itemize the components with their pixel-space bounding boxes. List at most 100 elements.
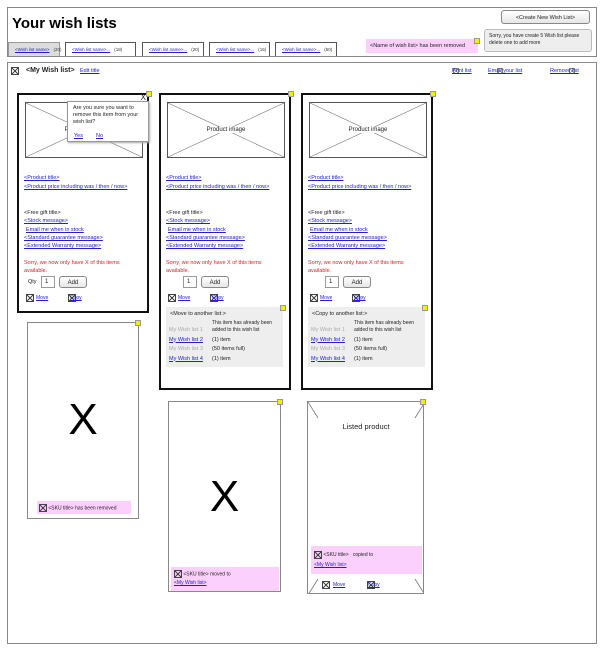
wish-list-option[interactable]: My Wish list 2 — [169, 336, 203, 343]
tab-wish-list[interactable]: <Wish list name>(20) — [8, 42, 62, 56]
move-link[interactable]: Move — [178, 295, 191, 301]
email-when-in-stock-link[interactable]: Email me when in stock — [310, 227, 368, 233]
product-image-placeholder: Product image — [309, 102, 427, 158]
annotation-badge — [280, 305, 286, 311]
email-list-link[interactable]: Email your list — [488, 68, 523, 74]
annotation-badge — [288, 91, 294, 97]
move-icon[interactable] — [322, 581, 330, 589]
already-added-message: This item has already been added to this… — [354, 320, 425, 333]
free-gift-title: <Free gift title> — [24, 210, 61, 216]
wish-list-option[interactable]: My Wish list 4 — [169, 355, 203, 362]
product-price-link[interactable]: <Product price including was / then / no… — [24, 184, 128, 190]
sku-title: <SKU title> — [183, 571, 209, 578]
move-link[interactable]: Move — [333, 582, 346, 588]
tab-label[interactable]: <Wish list name>... — [282, 47, 321, 52]
removed-text: has been removed — [75, 505, 117, 512]
stock-warning: Sorry, we now only have X of this items … — [166, 260, 262, 274]
copy-icon[interactable] — [210, 294, 218, 302]
remove-list-link[interactable]: Remove list — [550, 68, 579, 74]
move-icon[interactable] — [168, 294, 176, 302]
tab-label[interactable]: <Wish list name> — [15, 47, 50, 52]
copy-link[interactable]: Copy — [368, 582, 380, 588]
annotation-badge — [277, 399, 283, 405]
wish-list-frame — [7, 62, 597, 644]
remove-confirm-popup: Are you sure you want to remove this ite… — [67, 101, 149, 142]
list-checkbox-icon[interactable] — [11, 67, 19, 75]
product-image-label: Product image — [344, 127, 392, 134]
qty-input[interactable]: 1 — [325, 276, 339, 288]
guarantee-message-link[interactable]: <Standard guarantee message> — [308, 235, 387, 241]
edit-title-link[interactable]: Edit title — [80, 68, 100, 74]
tooltip-text: Sorry, you have create 5 Wish list pleas… — [489, 33, 580, 46]
listed-product-label: Listed product — [342, 422, 390, 431]
annotation-badge — [430, 91, 436, 97]
stock-message-link[interactable]: <Stock message> — [166, 218, 211, 224]
stock-warning: Sorry, we now only have X of this items … — [24, 260, 120, 274]
product-title-link[interactable]: <Product title> — [24, 175, 60, 181]
moved-x: X — [209, 472, 240, 521]
create-wish-list-button[interactable]: <Create New Wish List> — [501, 10, 590, 24]
tab-wish-list[interactable]: <Wish list name>...(50) — [275, 42, 337, 56]
free-gift-title: <Free gift title> — [308, 210, 345, 216]
wish-list-count: (1) item — [354, 336, 373, 343]
confirm-no-link[interactable]: No — [96, 133, 104, 139]
copy-link[interactable]: Copy — [354, 295, 366, 301]
panel-title: <Move to another list:> — [170, 311, 226, 317]
move-icon[interactable] — [26, 294, 34, 302]
tab-wish-list[interactable]: <Wish list name>...(18) — [65, 42, 136, 56]
wish-list-count: (50 items full) — [212, 346, 246, 352]
product-price-link[interactable]: <Product price including was / then / no… — [166, 184, 270, 190]
qty-input[interactable]: 1 — [41, 276, 55, 288]
removed-notice: <Name of wish list> has been removed — [366, 38, 480, 53]
tab-label[interactable]: <Wish list name>... — [216, 47, 255, 52]
moved-text: moved to — [210, 571, 231, 578]
moved-to-list-link[interactable]: <My Wish list> — [174, 580, 207, 587]
copy-link[interactable]: Copy — [70, 295, 82, 301]
tab-count: (20) — [53, 47, 62, 52]
move-link[interactable]: Move — [320, 295, 333, 301]
copy-icon[interactable] — [68, 294, 76, 302]
guarantee-message-link[interactable]: <Standard guarantee message> — [24, 235, 103, 241]
email-when-in-stock-link[interactable]: Email me when in stock — [26, 227, 84, 233]
confirm-yes-link[interactable]: Yes — [74, 133, 83, 139]
annotation-badge — [146, 91, 152, 97]
move-link[interactable]: Move — [36, 295, 49, 301]
tab-wish-list[interactable]: <Wish list name>...(20) — [142, 42, 204, 56]
copied-to-list-link[interactable]: <My Wish list> — [314, 562, 347, 568]
tab-wish-list[interactable]: <Wish list name>...(16) — [209, 42, 270, 56]
warranty-message-link[interactable]: <Extended Warranty message> — [166, 243, 244, 249]
tab-label[interactable]: <Wish list name>... — [149, 47, 188, 52]
email-when-in-stock-link[interactable]: Email me when in stock — [168, 227, 226, 233]
warranty-message-link[interactable]: <Extended Warranty message> — [308, 243, 386, 249]
wish-list-count: (1) item — [354, 355, 373, 362]
close-icon[interactable]: X — [140, 93, 146, 102]
product-title-link[interactable]: <Product title> — [308, 175, 344, 181]
copy-link[interactable]: Copy — [212, 295, 224, 301]
add-button[interactable]: Add — [59, 276, 87, 288]
wish-list-option[interactable]: My Wish list 2 — [311, 336, 345, 343]
tab-label[interactable]: <Wish list name>... — [72, 47, 111, 52]
wish-list-option: My Wish list 3 — [311, 346, 345, 352]
confirm-text: Are you sure you want to remove this ite… — [73, 105, 139, 125]
warranty-message-link[interactable]: <Extended Warranty message> — [24, 243, 102, 249]
product-price-link[interactable]: <Product price including was / then / no… — [308, 184, 412, 190]
qty-input[interactable]: 1 — [183, 276, 197, 288]
add-button[interactable]: Add — [343, 276, 371, 288]
copy-icon[interactable] — [352, 294, 360, 302]
tab-count: (16) — [258, 47, 267, 52]
copy-icon[interactable] — [366, 581, 375, 589]
add-button[interactable]: Add — [201, 276, 229, 288]
sku-icon — [174, 570, 182, 578]
stock-message-link[interactable]: <Stock message> — [308, 218, 353, 224]
wish-list-option[interactable]: My Wish list 4 — [311, 355, 345, 362]
product-card: Product image<Product title><Product pri… — [159, 91, 294, 390]
stock-message-link[interactable]: <Stock message> — [24, 218, 69, 224]
wish-list-count: (50 items full) — [354, 346, 388, 352]
guarantee-message-link[interactable]: <Standard guarantee message> — [166, 235, 245, 241]
moved-item-card: X <SKU title> moved to <My Wish list> — [168, 399, 283, 592]
print-list-link[interactable]: Print list — [452, 68, 472, 74]
move-icon[interactable] — [310, 294, 318, 302]
product-title-link[interactable]: <Product title> — [166, 175, 202, 181]
card-corners — [308, 402, 423, 593]
